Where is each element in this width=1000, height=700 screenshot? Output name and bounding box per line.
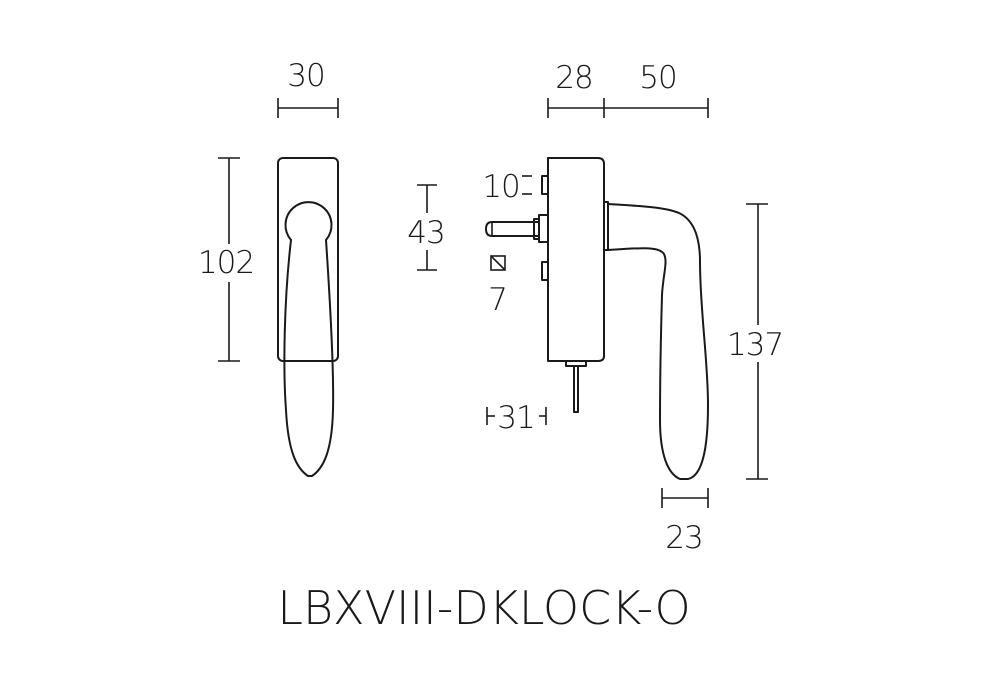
front-view: 30 102 [198, 58, 339, 477]
product-code: LBXVIII-DKLOCK-O [277, 581, 690, 635]
spindle-square-label: 7 [488, 282, 508, 318]
side-rosette [547, 157, 605, 362]
screw-spacing-dimension: 10 [482, 169, 532, 205]
side-depth-label: 28 [555, 60, 592, 96]
lock-pin-dimension: 31 [486, 400, 547, 436]
lever-tip-label: 23 [665, 520, 702, 556]
front-rosette-plate [277, 157, 339, 362]
front-width-dimension: 30 [277, 58, 339, 118]
side-view: 28 50 137 23 [485, 60, 784, 556]
front-height-label: 102 [198, 245, 254, 281]
lever-tip-dimension: 23 [661, 488, 709, 556]
lever-length-dimension: 137 [727, 203, 784, 480]
lock-pin-label: 31 [497, 400, 534, 436]
spindle-square-symbol: 7 [488, 255, 508, 318]
front-lever-body [283, 239, 335, 477]
side-lever [607, 203, 709, 480]
front-width-label: 30 [287, 58, 324, 94]
lever-projection-label: 50 [639, 60, 676, 96]
lever-length-label: 137 [727, 327, 783, 363]
spindle-details: 43 10 7 31 [407, 169, 547, 436]
side-spindle [485, 214, 549, 243]
side-lever-neck [603, 201, 609, 251]
front-lever-head [284, 201, 333, 241]
side-depth-dimension: 28 50 [547, 60, 709, 118]
spindle-offset-dimension: 43 [407, 184, 446, 271]
front-height-dimension: 102 [198, 157, 255, 362]
side-lock-pin [565, 360, 587, 413]
screw-spacing-label: 10 [482, 169, 519, 205]
spindle-offset-label: 43 [407, 215, 444, 251]
